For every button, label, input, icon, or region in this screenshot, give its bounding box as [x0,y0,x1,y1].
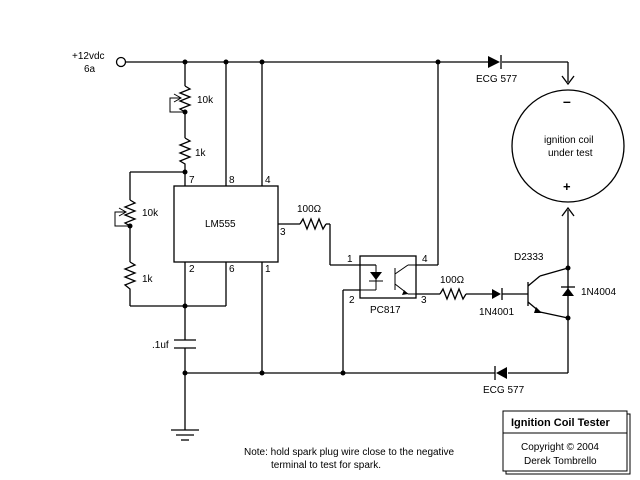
opto-pin-4: 4 [422,254,428,265]
lm555-pin-3: 3 [280,227,286,238]
junction-dots [127,59,571,376]
coil-plus-label: + [563,179,571,194]
lm555-pin-6: 6 [229,264,235,275]
transistor-d2333: D2333 [514,252,544,313]
resistor-bottom-label: 1k [142,274,154,285]
diode-1n4004: 1N4004 [561,286,616,298]
coil-label-line1: ignition coil [544,135,593,146]
note-line1: Note: hold spark plug wire close to the … [244,447,455,458]
capacitor: .1uf [152,339,196,351]
resistor-output-label: 100Ω [297,204,322,215]
resistor-top-label: 1k [195,148,207,159]
pot-top-label: 10k [197,95,214,106]
resistor-top: 1k [178,137,207,168]
resistor-output: 100Ω [297,204,327,231]
diode-1n4001: 1N4001 [479,288,514,318]
pot-bottom: 10k [114,199,159,227]
resistor-bottom: 1k [123,261,154,292]
note: Note: hold spark plug wire close to the … [244,447,455,471]
ignition-coil: – ignition coil under test + [511,89,625,203]
opto-pin-3: 3 [421,295,427,306]
diode-bottom-label: ECG 577 [483,385,525,396]
optocoupler: 1 2 3 4 PC817 [347,254,428,316]
title-block-copyright: Copyright © 2004 [521,442,599,453]
diode-1n4004-label: 1N4004 [581,287,616,298]
resistor-opto: 100Ω [439,275,467,301]
title-block-author: Derek Tombrello [524,456,597,467]
opto-pin-2: 2 [349,295,355,306]
opto-pin-1: 1 [347,254,353,265]
title-block: Ignition Coil Tester Copyright © 2004 De… [502,410,631,475]
pot-bottom-label: 10k [142,208,159,219]
pot-top: 10k [169,85,214,113]
title-block-title: Ignition Coil Tester [511,417,611,429]
supply-voltage-label: +12vdc [72,51,105,62]
lm555-chip: LM555 7 8 4 3 2 6 1 [173,175,286,275]
opto-label: PC817 [370,305,401,316]
transistor-label: D2333 [514,252,544,263]
diode-top-label: ECG 577 [476,74,518,85]
wires [126,61,575,430]
supply-current-label: 6a [84,64,96,75]
coil-minus-label: – [563,93,571,109]
lm555-pin-1: 1 [265,264,271,275]
lm555-pin-8: 8 [229,175,235,186]
ground-symbol [171,429,199,441]
note-line2: terminal to test for spark. [271,460,381,471]
supply-terminal: +12vdc 6a [72,51,127,75]
lm555-label: LM555 [205,219,236,230]
lm555-pin-4: 4 [265,175,271,186]
lm555-pin-2: 2 [189,264,195,275]
diode-ecg577-top: ECG 577 [476,55,518,85]
diode-1n4001-label: 1N4001 [479,307,514,318]
coil-label-line2: under test [548,148,593,159]
capacitor-label: .1uf [152,340,169,351]
resistor-opto-label: 100Ω [440,275,465,286]
diode-ecg577-bottom: ECG 577 [483,366,525,396]
lm555-pin-7: 7 [189,175,195,186]
